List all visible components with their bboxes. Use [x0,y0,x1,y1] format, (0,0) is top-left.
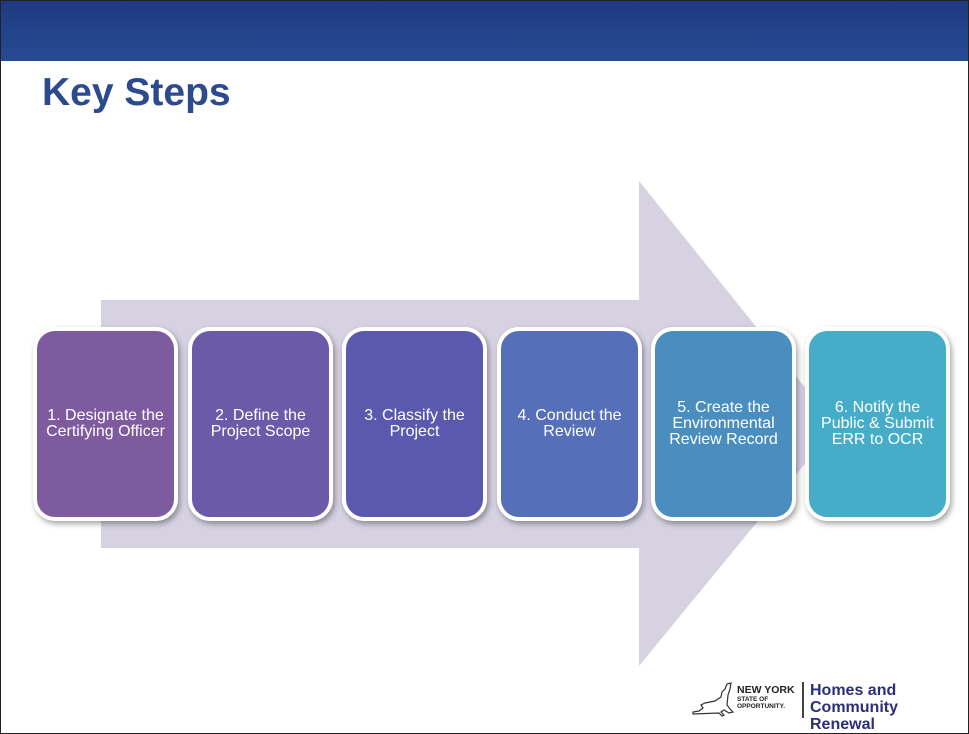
step-label-3: 3. Classify the Project [364,406,465,440]
step-box-4: 4. Conduct the Review [497,327,642,521]
logo-tagline: STATE OF OPPORTUNITY. [737,696,786,710]
header-bar [1,1,968,61]
agency-logo: NEW YORK STATE OF OPPORTUNITY. Homes and… [691,679,961,732]
step-label-2: 2. Define the Project Scope [210,406,311,440]
step-box-6: 6. Notify the Public & Submit ERR to OCR [805,327,950,521]
step-label-4: 4. Conduct the Review [517,406,622,440]
step-label-6: 6. Notify the Public & Submit ERR to OCR [821,398,934,449]
new-york-state-outline-icon [692,682,735,717]
step-box-2: 2. Define the Project Scope [188,327,333,521]
step-box-5: 5. Create the Environmental Review Recor… [651,327,796,521]
step-label-5: 5. Create the Environmental Review Recor… [669,398,778,449]
logo-agency-name: Homes and Community Renewal [810,682,898,733]
logo-state-name: NEW YORK [737,684,795,696]
logo-divider [802,682,804,718]
slide-title: Key Steps [42,71,231,114]
step-label-1: 1. Designate the Certifying Officer [46,406,165,440]
step-box-3: 3. Classify the Project [342,327,487,521]
step-box-1: 1. Designate the Certifying Officer [33,327,178,521]
